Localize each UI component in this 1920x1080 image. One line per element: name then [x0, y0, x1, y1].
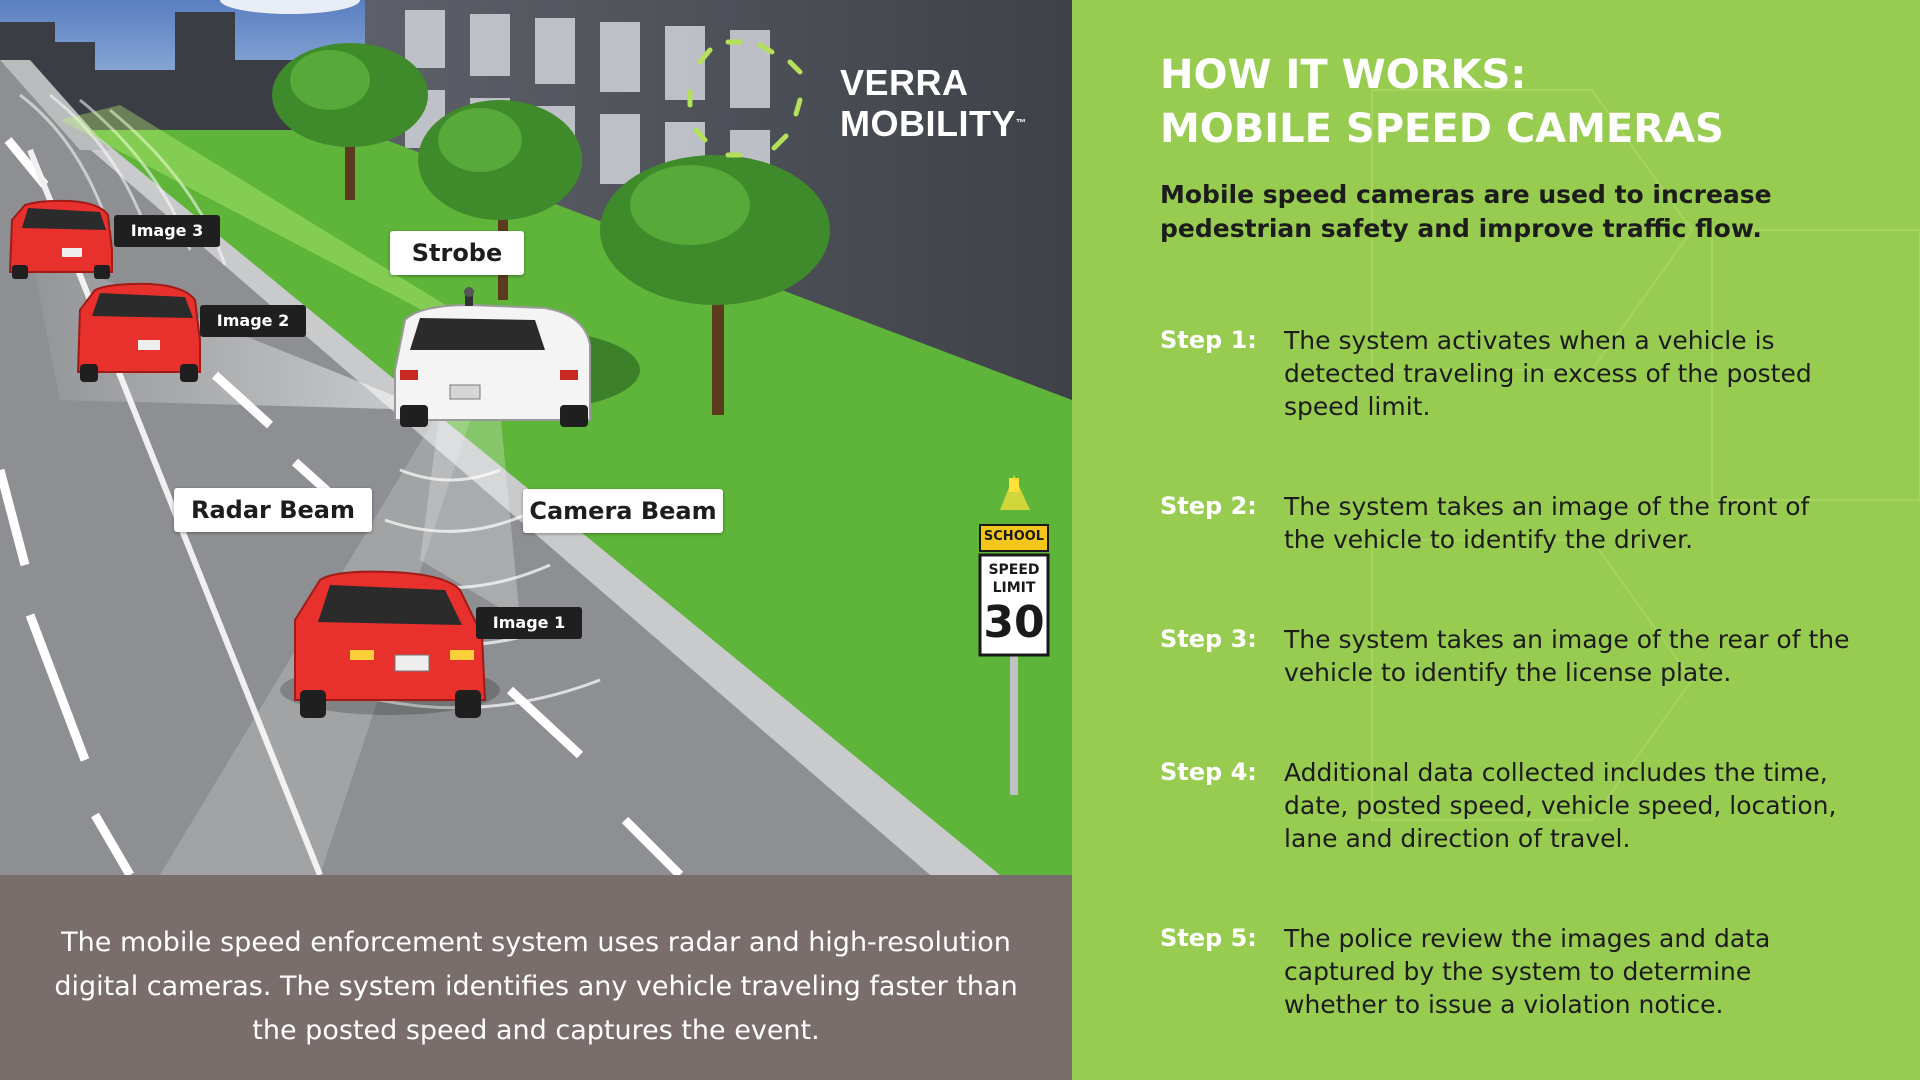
image-2-tag: Image 2: [200, 305, 306, 337]
image-3-tag: Image 3: [114, 215, 220, 247]
logo-line-1: VERRA: [840, 62, 969, 103]
step-4-text: Additional data collected includes the t…: [1284, 758, 1837, 853]
road-edge: [0, 60, 110, 150]
camera-beam-label: Camera Beam: [523, 489, 723, 533]
sign-speed-text: SPEED: [988, 562, 1040, 578]
logo-trademark: ™: [1015, 118, 1027, 129]
radar-beam-label: Radar Beam: [174, 488, 372, 532]
speed-limit-sign: [978, 475, 1050, 795]
road: [0, 60, 930, 875]
title-line-1: HOW IT WORKS:: [1160, 52, 1527, 98]
verra-mobility-logo: VERRA MOBILITY™: [840, 62, 1026, 144]
strobe-label: Strobe: [390, 231, 524, 275]
how-it-works-panel: HOW IT WORKS: MOBILE SPEED CAMERAS Mobil…: [1072, 0, 1920, 1080]
step-4-label: Step 4:: [1160, 758, 1257, 786]
camera-beam-front: [60, 105, 470, 330]
strobe-arrows: [687, 39, 803, 158]
speed-camera-illustration: SCHOOL SPEED LIMIT 30 VERRA MOBILITY™ St…: [0, 0, 1072, 875]
step-3-label: Step 3:: [1160, 625, 1257, 653]
step-3-text: The system takes an image of the rear of…: [1284, 625, 1850, 687]
car-image-1: [280, 570, 500, 718]
camera-beam-down: [420, 410, 520, 620]
logo-line-2: MOBILITY: [840, 103, 1016, 144]
step-1-text: The system activates when a vehicle is d…: [1284, 326, 1812, 421]
step-2-label: Step 2:: [1160, 492, 1257, 520]
car-image-2: [76, 282, 201, 382]
step-1-label: Step 1:: [1160, 326, 1257, 354]
caption-text: The mobile speed enforcement system uses…: [54, 927, 1018, 1046]
enforcement-van: [394, 287, 591, 427]
step-2-text: The system takes an image of the front o…: [1284, 492, 1810, 554]
intro-text: Mobile speed cameras are used to increas…: [1160, 180, 1772, 243]
panel-background-pattern: [1371, 89, 1920, 821]
sign-speed-value: 30: [983, 597, 1045, 648]
step-5-text: The police review the images and data ca…: [1284, 924, 1771, 1019]
tree-1: [272, 43, 428, 200]
image-1-tag: Image 1: [476, 607, 582, 639]
cloud: [220, 0, 360, 14]
step-5-label: Step 5:: [1160, 924, 1257, 952]
caption-band: The mobile speed enforcement system uses…: [0, 875, 1072, 1080]
sign-limit-text: LIMIT: [992, 580, 1036, 596]
car-image-3: [8, 199, 113, 279]
title-line-2: MOBILE SPEED CAMERAS: [1160, 106, 1724, 152]
page-title: HOW IT WORKS: MOBILE SPEED CAMERAS: [1160, 48, 1724, 156]
tree-3: [600, 155, 830, 415]
sign-school-text: SCHOOL: [983, 529, 1045, 544]
